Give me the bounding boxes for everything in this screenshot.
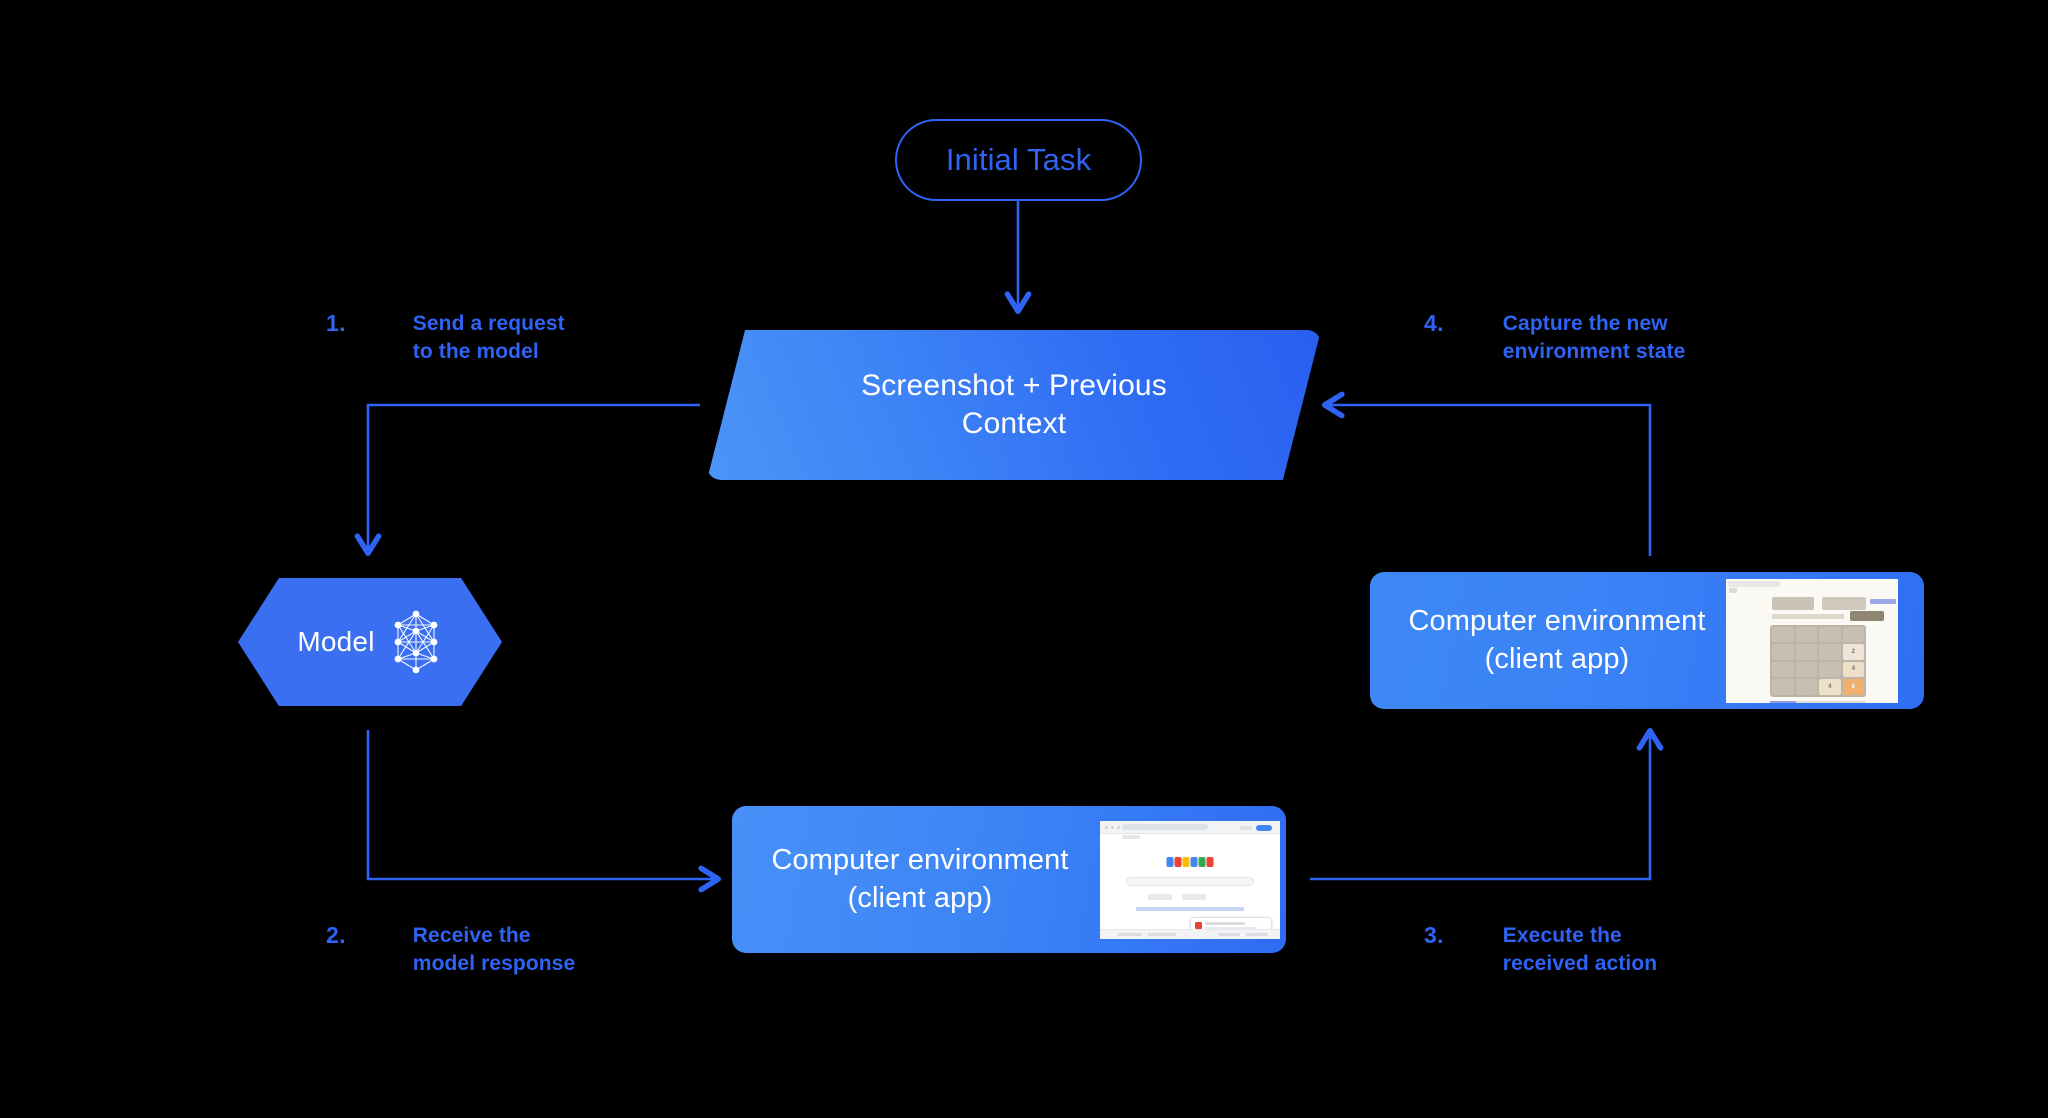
browser-url-bar[interactable] (1122, 824, 1208, 830)
tile-2: 2 (1842, 644, 1864, 660)
tile-empty (1795, 679, 1817, 695)
footer-link[interactable] (1118, 932, 1142, 936)
model-node: Model (238, 578, 502, 706)
step-2-line1: Receive the (412, 924, 531, 947)
step-1-label: 1. Send a request to the model (326, 310, 565, 366)
google-topnav-links (1240, 825, 1252, 830)
step-4-number: 4. (1424, 310, 1444, 336)
context-node-shape (707, 330, 1321, 480)
google-search-button[interactable] (1148, 893, 1172, 900)
env-bottom-line1: Computer environment (771, 843, 1069, 876)
browser-titlebar (1728, 580, 1780, 587)
connector-env-bottom-to-env-right (1310, 728, 1664, 881)
browser-tab-strip (1122, 834, 1140, 839)
footer-link[interactable] (1218, 932, 1240, 936)
step-4-label: 4. Capture the new environment state (1424, 310, 1685, 366)
dialog-title (1205, 921, 1245, 925)
step-3-number: 3. (1424, 922, 1444, 948)
browser-tab (1729, 587, 1737, 593)
context-node: Screenshot + Previous Context (707, 330, 1321, 480)
game-brand-2048 (1772, 596, 1814, 610)
tile-empty (1819, 661, 1841, 677)
browser-back-icon (1105, 825, 1108, 829)
footer-link[interactable] (1246, 932, 1268, 936)
model-node-label: Model (297, 626, 375, 657)
new-game-button[interactable] (1850, 610, 1884, 621)
footer-link[interactable] (1148, 932, 1176, 936)
model-node-shape (238, 578, 502, 706)
game-subtitle (1772, 613, 1844, 619)
env-right-line2: (client app) (1484, 642, 1630, 675)
connector-env-right-to-context (1322, 391, 1652, 556)
browser-forward-icon (1111, 825, 1114, 829)
tile-value: 4 (1851, 666, 1855, 673)
tile-value: 4 (1828, 683, 1832, 690)
env-right-thumbnail: 2 4 4 8 (1726, 578, 1898, 703)
google-logo-icon (1166, 856, 1214, 867)
game-footer-link[interactable] (1770, 700, 1796, 703)
step-3-line2: received action (1502, 951, 1658, 975)
google-lucky-button[interactable] (1182, 893, 1206, 900)
initial-task-node: Initial Task (895, 119, 1142, 201)
tile-4: 4 (1819, 679, 1841, 695)
step-3-label: 3. Execute the received action (1424, 922, 1657, 978)
tile-empty (1772, 661, 1794, 677)
step-1-number: 1. (326, 310, 346, 336)
env-bottom-node: Computer environment (client app) (732, 806, 1286, 953)
tile-empty (1795, 626, 1817, 642)
tile-empty (1772, 679, 1794, 695)
tile-empty (1772, 626, 1794, 642)
tile-empty (1819, 626, 1841, 642)
google-search-input[interactable] (1126, 876, 1254, 886)
step-4-line1: Capture the new (1502, 312, 1668, 335)
step-3-text: Execute the received action (1503, 922, 1657, 978)
env-right-node: Computer environment (client app) (1370, 572, 1924, 709)
env-right-label: Computer environment (client app) (1392, 603, 1722, 678)
tile-empty (1795, 661, 1817, 677)
initial-task-label: Initial Task (945, 142, 1092, 177)
google-language-line (1136, 906, 1244, 911)
tile-4: 4 (1842, 661, 1864, 677)
context-node-line1: Screenshot + Previous (861, 368, 1167, 402)
context-node-label: Screenshot + Previous Context (707, 330, 1321, 480)
step-3-line1: Execute the (1502, 924, 1622, 947)
connector-model-to-env-bottom (366, 730, 721, 893)
browser-reload-icon (1117, 825, 1120, 829)
tile-empty (1795, 644, 1817, 660)
step-4-line2: environment state (1502, 339, 1686, 363)
step-2-text: Receive the model response (413, 922, 575, 978)
context-node-line2: Context (961, 407, 1067, 440)
game-score-boxes (1822, 596, 1866, 610)
google-signin-button[interactable] (1256, 824, 1272, 831)
env-bottom-thumbnail (1100, 820, 1280, 939)
step-1-text: Send a request to the model (413, 310, 565, 366)
env-right-line1: Computer environment (1408, 604, 1706, 637)
step-1-line1: Send a request (412, 312, 565, 335)
step-2-label: 2. Receive the model response (326, 922, 575, 978)
connector-context-to-model (354, 403, 700, 556)
tile-value: 8 (1851, 683, 1855, 690)
tile-empty (1772, 644, 1794, 660)
tile-value: 2 (1851, 648, 1855, 655)
dialog-body (1205, 926, 1257, 930)
step-2-number: 2. (326, 922, 346, 948)
step-1-line2: to the model (412, 339, 539, 363)
model-node-content: Model (238, 578, 502, 706)
env-bottom-line2: (client app) (847, 881, 993, 914)
game-2048-grid[interactable]: 2 4 4 8 (1770, 624, 1866, 697)
game-header-link (1870, 598, 1896, 604)
dialog-icon (1195, 921, 1202, 929)
tile-empty (1819, 644, 1841, 660)
google-search-screenshot (1100, 820, 1280, 939)
neural-network-icon (394, 610, 438, 674)
step-2-line2: model response (412, 951, 576, 975)
env-bottom-label: Computer environment (client app) (746, 842, 1094, 917)
step-4-text: Capture the new environment state (1503, 310, 1686, 366)
tile-empty (1842, 626, 1864, 642)
tile-8: 8 (1842, 679, 1864, 695)
game-footer-text (1770, 700, 1866, 703)
google-footer (1100, 928, 1280, 939)
game-2048-screenshot: 2 4 4 8 (1726, 578, 1898, 703)
